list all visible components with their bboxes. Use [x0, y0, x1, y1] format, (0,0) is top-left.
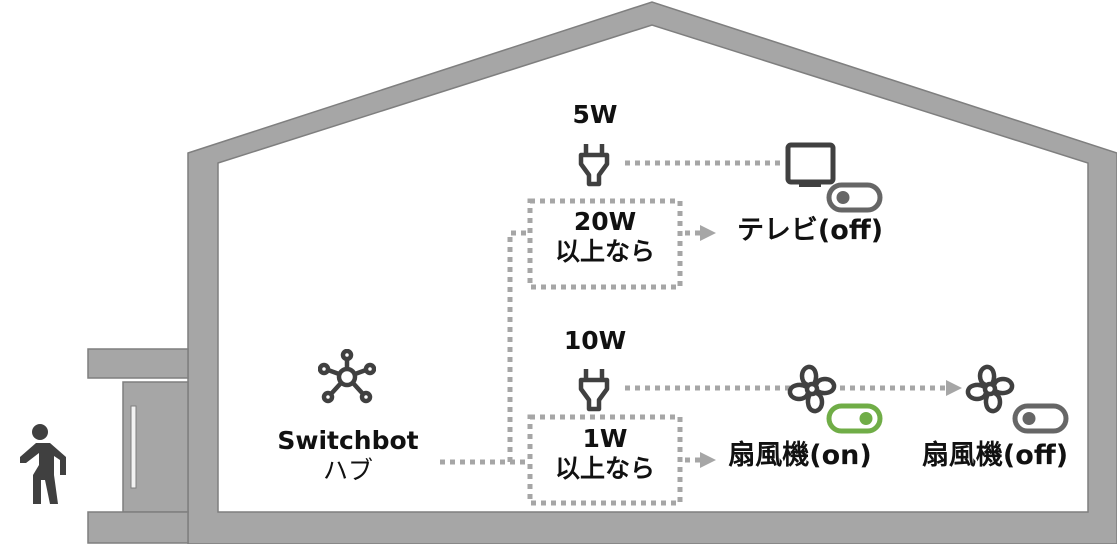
- plug-10w-watt-label: 10W: [563, 326, 627, 355]
- tv-label: テレビ(off): [736, 215, 884, 246]
- fan-off-label: 扇風機(off): [921, 440, 1069, 471]
- plug-icon[interactable]: [577, 142, 611, 188]
- plug-icon[interactable]: [577, 367, 611, 413]
- condition-20w-label: 20W 以上なら: [530, 207, 680, 267]
- fan-icon[interactable]: [786, 363, 838, 415]
- hub-label: Switchbot ハブ: [262, 426, 434, 486]
- hub-label-line2: ハブ: [322, 456, 373, 485]
- entrance-floor: [87, 511, 189, 544]
- plug-5w-watt-label: 5W: [572, 100, 618, 129]
- condition-20w-line1: 20W: [573, 207, 637, 236]
- arrowhead-fan-to-fan: [946, 380, 962, 396]
- condition-1w-line2: 以上なら: [554, 454, 655, 483]
- condition-1w-line1: 1W: [582, 424, 628, 453]
- condition-1w-label: 1W 以上なら: [530, 424, 680, 484]
- condition-20w-line2: 以上なら: [554, 237, 655, 266]
- fan-off-toggle-off[interactable]: [1012, 402, 1070, 436]
- condition-box-20w: [527, 198, 683, 290]
- condition-box-1w: [527, 414, 683, 506]
- tv-toggle-off[interactable]: [826, 181, 884, 215]
- person-walking-icon: [20, 424, 66, 504]
- arrowhead-1w: [700, 452, 716, 468]
- arrowhead-20w: [700, 225, 716, 241]
- hub-icon: [318, 349, 376, 404]
- tv-icon[interactable]: [785, 142, 839, 188]
- fan-on-label: 扇風機(on): [728, 440, 872, 471]
- fan-on-toggle-on[interactable]: [826, 402, 884, 436]
- connector-branch-trunk: [507, 230, 530, 462]
- hub-label-line1: Switchbot: [277, 426, 419, 455]
- fan-icon[interactable]: [964, 363, 1016, 415]
- entrance-canopy: [87, 348, 189, 379]
- door-handle: [130, 405, 137, 489]
